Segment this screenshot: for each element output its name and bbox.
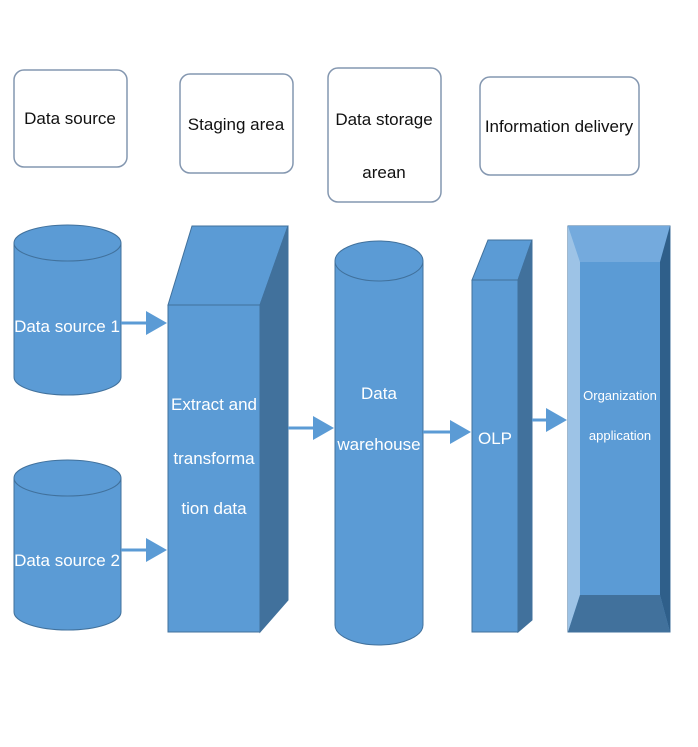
extract-transform-cuboid: Extract and transforma tion data (167, 225, 289, 634)
header-label: Data storage (335, 110, 432, 129)
node-label: tion data (181, 499, 247, 518)
node-label: Extract and (171, 395, 257, 414)
node-label: transforma (173, 449, 255, 468)
node-label: Data (361, 384, 397, 403)
header-information-delivery: Information delivery (479, 76, 640, 176)
node-label: application (589, 428, 651, 443)
header-data-source: Data source (13, 69, 128, 168)
olp-cuboid: OLP (471, 239, 533, 634)
header-label: Information delivery (485, 117, 634, 136)
node-label: Data source 1 (14, 317, 120, 336)
data-source-2-cylinder: Data source 2 (13, 459, 122, 631)
header-staging-area: Staging area (179, 73, 294, 174)
header-label: Staging area (188, 115, 285, 134)
header-label: Data source (24, 109, 116, 128)
data-source-1-cylinder: Data source 1 (13, 224, 122, 396)
header-data-storage-area: Data storage arean (327, 67, 442, 203)
organization-application-bevel: Organization application (567, 225, 671, 633)
node-label: Organization (583, 388, 657, 403)
node-label: OLP (478, 429, 512, 448)
data-warehouse-cylinder: Data warehouse (334, 240, 424, 646)
node-label: Data source 2 (14, 551, 120, 570)
node-label: warehouse (336, 435, 420, 454)
header-label: arean (362, 163, 405, 182)
